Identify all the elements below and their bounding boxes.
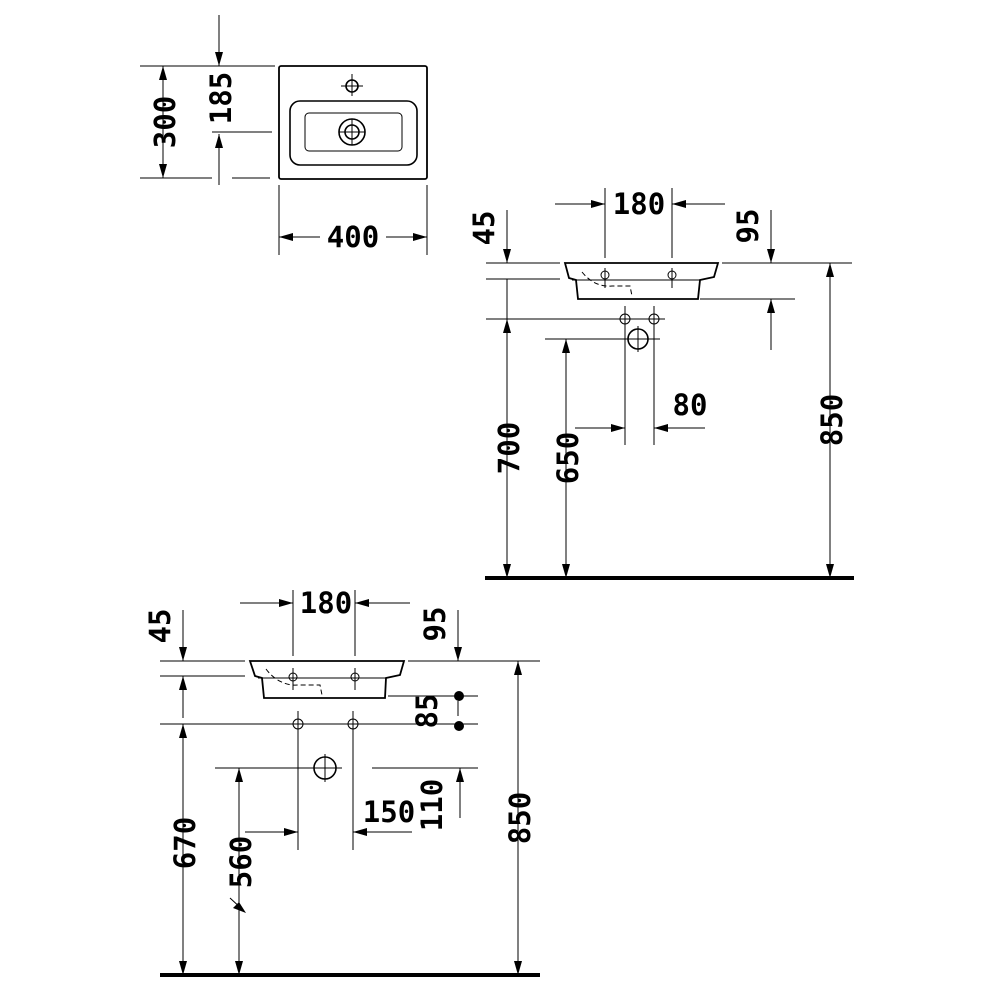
supply-spacing-label-1: 80 [673, 388, 708, 422]
supply-height-label-2: 670 [168, 817, 202, 869]
right-offset-label-1: 95 [731, 209, 765, 244]
tap-spacing-label-1: 180 [613, 187, 665, 221]
supply-spacing-label-2: 150 [363, 795, 415, 829]
basin-side-elevation-1 [563, 262, 720, 300]
tap-spacing-label-2: 180 [300, 586, 352, 620]
plan-depth-label: 300 [148, 96, 182, 148]
bracket-point-lower [454, 721, 464, 731]
basin-bowl-plan [289, 100, 418, 166]
front-depth-label-2: 45 [143, 609, 177, 644]
front-depth-label-1: 45 [467, 211, 501, 246]
drain-height-label-2: 560 [224, 836, 258, 888]
plan-width-label: 400 [327, 220, 379, 254]
basin-inner-plan [304, 112, 403, 152]
basin-outline-plan [278, 65, 428, 180]
elevation-floor-drain: 180 45 670 560 150 95 85 [143, 586, 540, 977]
plan-view: 300 185 400 [140, 15, 428, 255]
supply-height-label-1: 700 [492, 422, 526, 474]
rim-height-label-1: 850 [815, 394, 849, 446]
plan-tap-offset-label: 185 [204, 72, 238, 124]
drain-height-label-1: 650 [551, 432, 585, 484]
basin-side-elevation-2 [248, 660, 406, 699]
rim-height-label-2: 850 [503, 792, 537, 844]
right-offset-label-2: 95 [418, 607, 452, 642]
elevation-wall-drain: 180 45 700 650 80 95 850 [467, 187, 854, 580]
tap-hole-plan [345, 79, 359, 93]
drain-offset-label: 110 [415, 779, 449, 831]
bracket-spacing-label: 85 [410, 694, 444, 729]
